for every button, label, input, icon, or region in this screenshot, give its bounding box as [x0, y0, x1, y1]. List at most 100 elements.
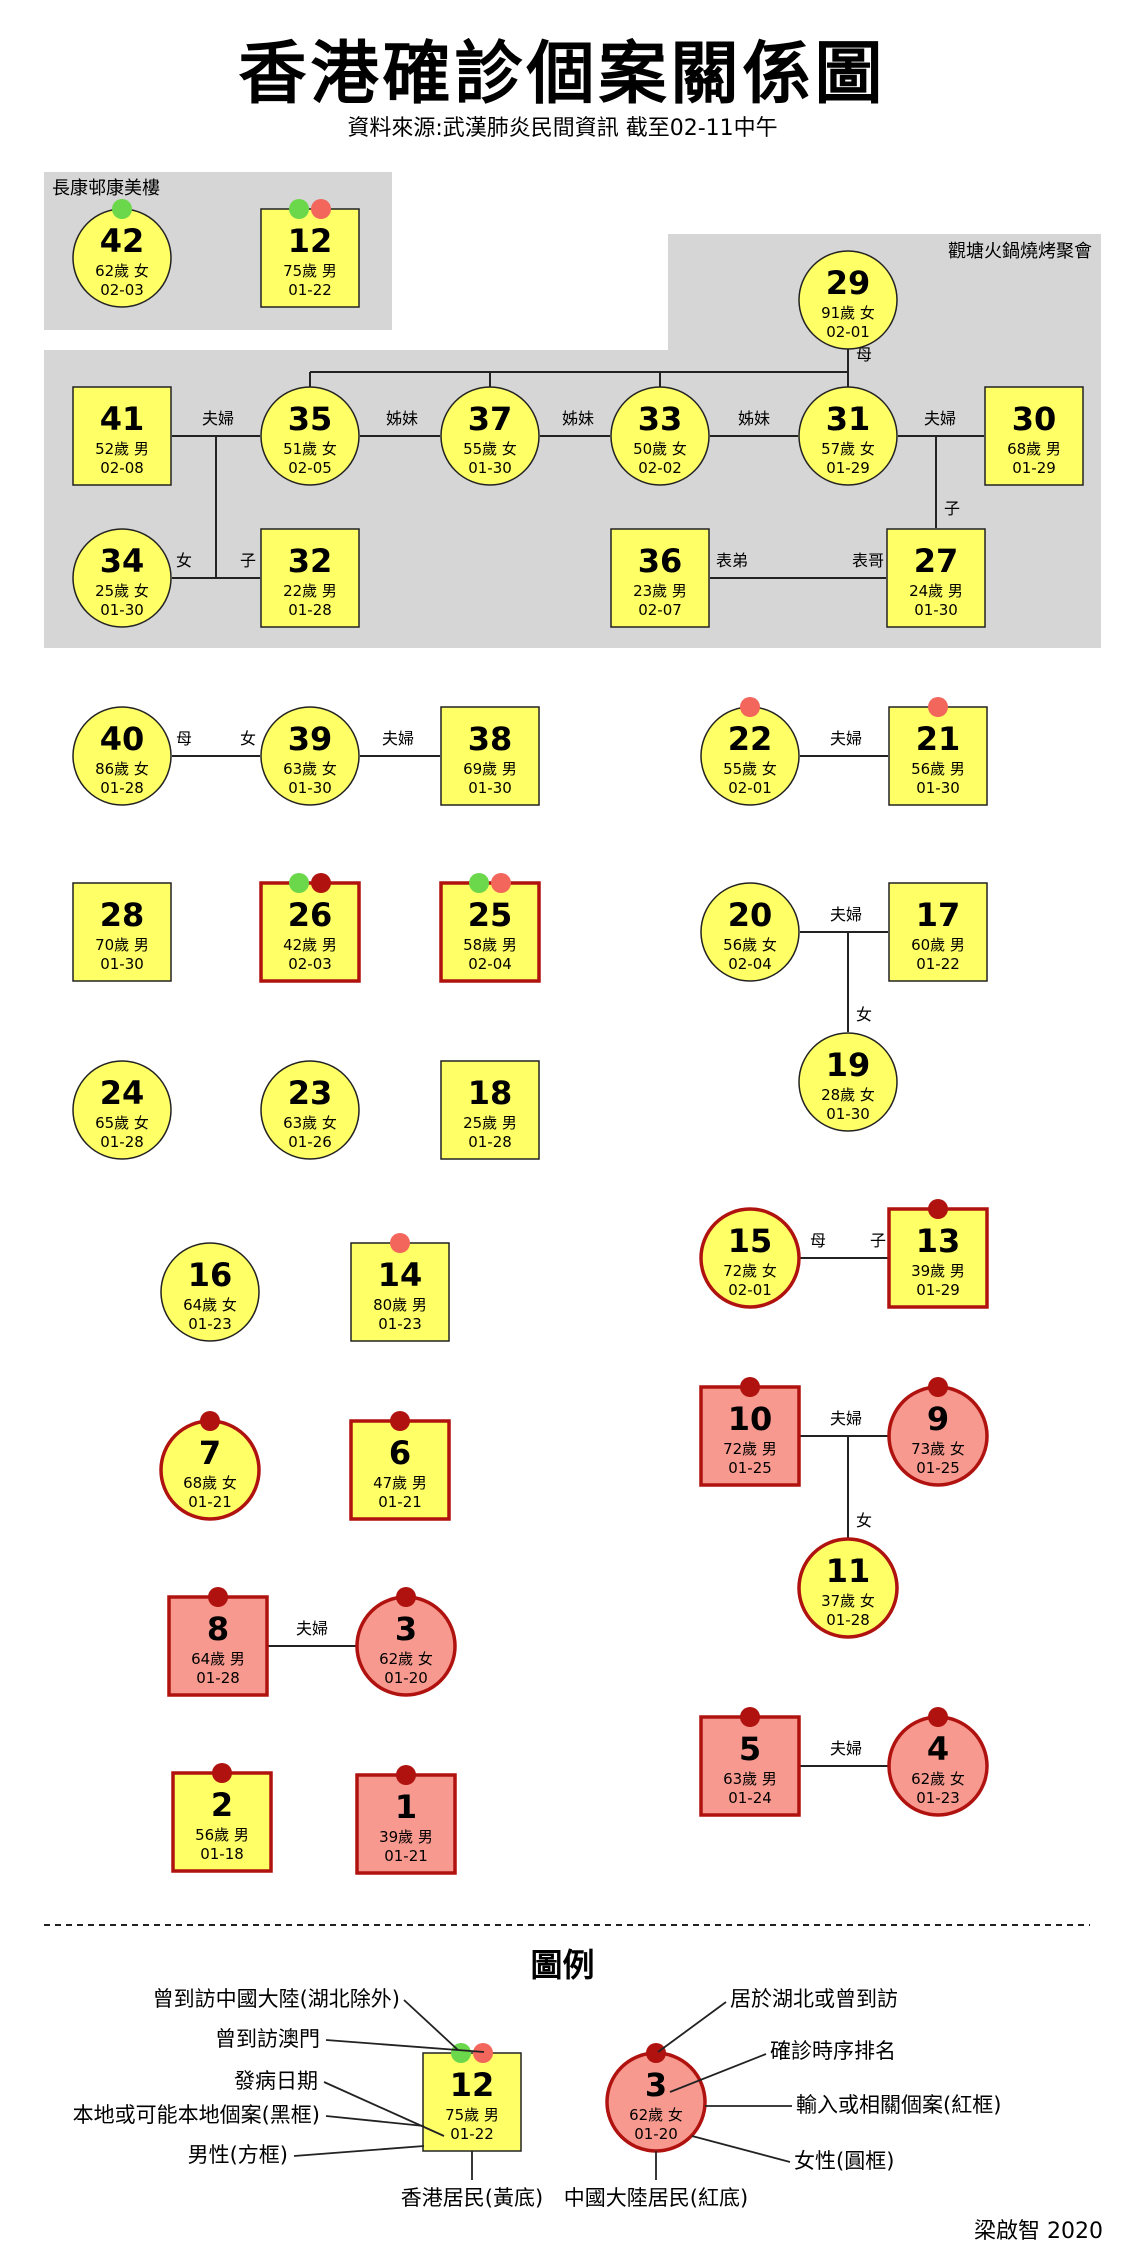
case-age-sex: 51歲 女 [283, 440, 337, 458]
case-age-sex: 62歲 女 [379, 1650, 433, 1668]
case-onset-date: 01-30 [100, 955, 144, 973]
case-circle [72, 528, 172, 628]
case-age-sex: 72歲 男 [723, 1440, 777, 1458]
case-age-sex: 64歲 男 [191, 1650, 245, 1668]
legend-label: 曾到訪中國大陸(湖北除外) [153, 1987, 400, 2011]
page-title: 香港確診個案關係圖 [238, 35, 887, 114]
case-age-sex: 75歲 男 [445, 2106, 499, 2124]
case-age-sex: 64歲 女 [183, 1296, 237, 1314]
case-number: 42 [100, 222, 145, 260]
case-onset-date: 01-18 [200, 1845, 244, 1863]
case-onset-date: 02-04 [468, 955, 512, 973]
group-label: 觀塘火鍋燒烤聚會 [948, 241, 1092, 262]
relation-label: 表弟 [716, 551, 748, 570]
legend-label: 中國大陸居民(紅底) [564, 2186, 748, 2210]
case-circle [610, 386, 710, 486]
author-credit: 梁啟智 2020 [974, 2219, 1103, 2244]
case-number: 29 [826, 264, 871, 302]
legend-pointer [325, 2115, 425, 2127]
case-onset-date: 02-03 [288, 955, 332, 973]
case-circle [260, 386, 360, 486]
case-number: 37 [468, 400, 513, 438]
relation-label: 母 [810, 1231, 826, 1250]
case-number: 36 [638, 542, 683, 580]
case-onset-date: 01-23 [188, 1315, 232, 1333]
case-age-sex: 86歲 女 [95, 760, 149, 778]
case-onset-date: 01-21 [384, 1847, 428, 1865]
case-number: 26 [288, 896, 333, 934]
case-onset-date: 02-03 [100, 281, 144, 299]
status-dot-darkred [390, 1411, 410, 1431]
case-onset-date: 01-28 [100, 779, 144, 797]
case-circle [260, 706, 360, 806]
case-number: 8 [207, 1610, 229, 1648]
case-onset-date: 01-23 [916, 1789, 960, 1807]
case-onset-date: 02-07 [638, 601, 682, 619]
case-square [984, 386, 1084, 486]
relation-label: 女 [856, 1005, 872, 1024]
status-dot-darkred [396, 1587, 416, 1607]
case-number: 15 [728, 1222, 773, 1260]
case-circle [798, 250, 898, 350]
case-number: 7 [199, 1434, 221, 1472]
status-dot-darkred [740, 1707, 760, 1727]
case-onset-date: 01-20 [384, 1669, 428, 1687]
relation-labels: 母夫婦姊妹姊妹姊妹夫婦女子子表弟表哥母女夫婦夫婦夫婦女母子夫婦女夫婦夫婦 [176, 345, 960, 1758]
case-age-sex: 56歲 男 [195, 1826, 249, 1844]
case-onset-date: 01-22 [288, 281, 332, 299]
case-onset-date: 01-22 [916, 955, 960, 973]
case-number: 25 [468, 896, 513, 934]
case-circle [700, 882, 800, 982]
case-onset-date: 01-28 [826, 1611, 870, 1629]
case-square [260, 528, 360, 628]
case-square [439, 881, 541, 983]
relation-label: 夫婦 [830, 1409, 862, 1428]
case-age-sex: 42歲 男 [283, 936, 337, 954]
relation-label: 夫婦 [296, 1619, 328, 1638]
case-number: 31 [826, 400, 871, 438]
case-onset-date: 01-23 [378, 1315, 422, 1333]
case-onset-date: 02-04 [728, 955, 772, 973]
case-age-sex: 47歲 男 [373, 1474, 427, 1492]
case-onset-date: 01-25 [728, 1459, 772, 1477]
legend-label: 本地或可能本地個案(黑框) [73, 2103, 320, 2127]
case-onset-date: 01-29 [826, 459, 870, 477]
case-square [888, 882, 988, 982]
case-number: 22 [728, 720, 773, 758]
case-number: 6 [389, 1434, 411, 1472]
relation-label: 子 [870, 1231, 886, 1250]
case-age-sex: 57歲 女 [821, 440, 875, 458]
case-square [440, 706, 540, 806]
case-number: 3 [645, 2066, 667, 2104]
legend-pointer [669, 2053, 767, 2093]
legend-label: 女性(圓框) [794, 2149, 894, 2173]
case-onset-date: 01-21 [188, 1493, 232, 1511]
case-onset-date: 01-26 [288, 1133, 332, 1151]
legend-pointer [293, 2145, 425, 2157]
case-square [259, 881, 361, 983]
case-number: 20 [728, 896, 773, 934]
legend-label: 香港居民(黃底) [401, 2186, 543, 2210]
legend-label: 男性(方框) [188, 2143, 288, 2167]
relation-label: 姊妹 [562, 409, 594, 428]
case-number: 11 [826, 1552, 871, 1590]
case-age-sex: 80歲 男 [373, 1296, 427, 1314]
relation-label: 姊妹 [386, 409, 418, 428]
case-square [887, 1207, 989, 1309]
case-number: 30 [1012, 400, 1057, 438]
